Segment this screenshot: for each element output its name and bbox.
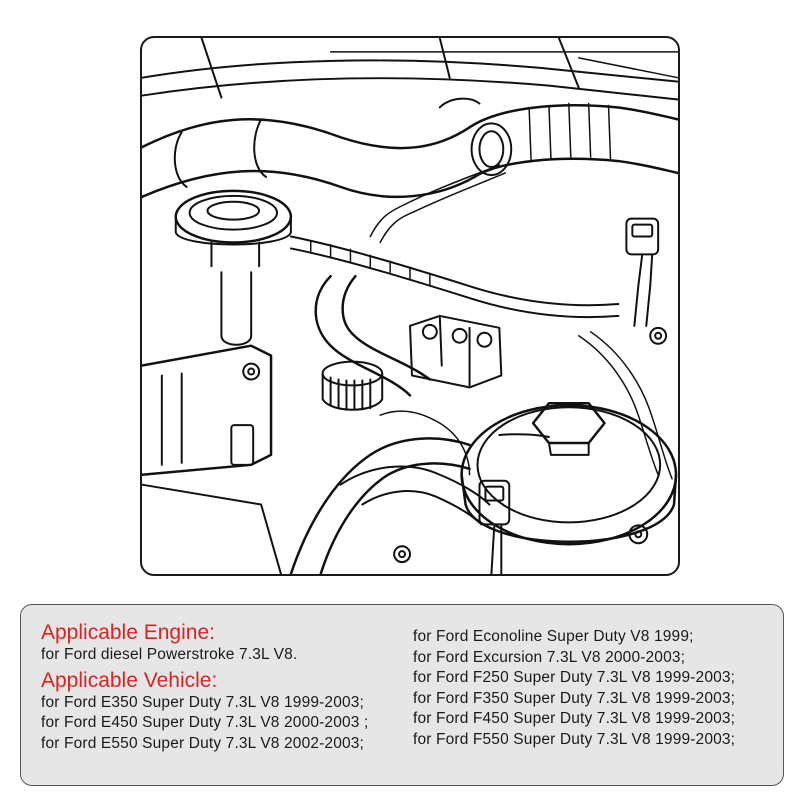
vehicle-item: for Ford E350 Super Duty 7.3L V8 1999-20…	[41, 693, 364, 711]
vehicle-item: for Ford Excursion 7.3L V8 2000-2003;	[413, 648, 686, 666]
vehicle-item: for Ford E450 Super Duty 7.3L V8 2000-20…	[41, 714, 369, 731]
vehicle-item: for Ford F250 Super Duty 7.3L V8 1999-20…	[413, 669, 736, 686]
vehicle-item: for Ford F350 Super Duty 7.3L V8 1999-20…	[413, 689, 736, 707]
vehicle-item: for Ford F450 Super Duty 7.3L V8 1999-20…	[413, 710, 736, 727]
compatibility-right-column: for Ford Econoline Super Duty V8 1999; f…	[413, 627, 735, 750]
vehicle-item: for Ford Econoline Super Duty V8 1999;	[413, 628, 694, 645]
vehicle-item: for Ford E550 Super Duty 7.3L V8 2002-20…	[41, 734, 364, 752]
compatibility-panel: Applicable Engine: for Ford diesel Power…	[20, 604, 784, 786]
engine-heading: Applicable Engine:	[41, 621, 215, 644]
vehicle-heading: Applicable Vehicle:	[41, 668, 218, 692]
vehicle-item: for Ford F550 Super Duty 7.3L V8 1999-20…	[413, 730, 736, 748]
compatibility-left-column: Applicable Engine: for Ford diesel Power…	[41, 621, 368, 754]
engine-line: for Ford diesel Powerstroke 7.3L V8.	[41, 646, 298, 663]
engine-line-drawing	[142, 38, 678, 574]
engine-bay-illustration	[140, 36, 680, 576]
